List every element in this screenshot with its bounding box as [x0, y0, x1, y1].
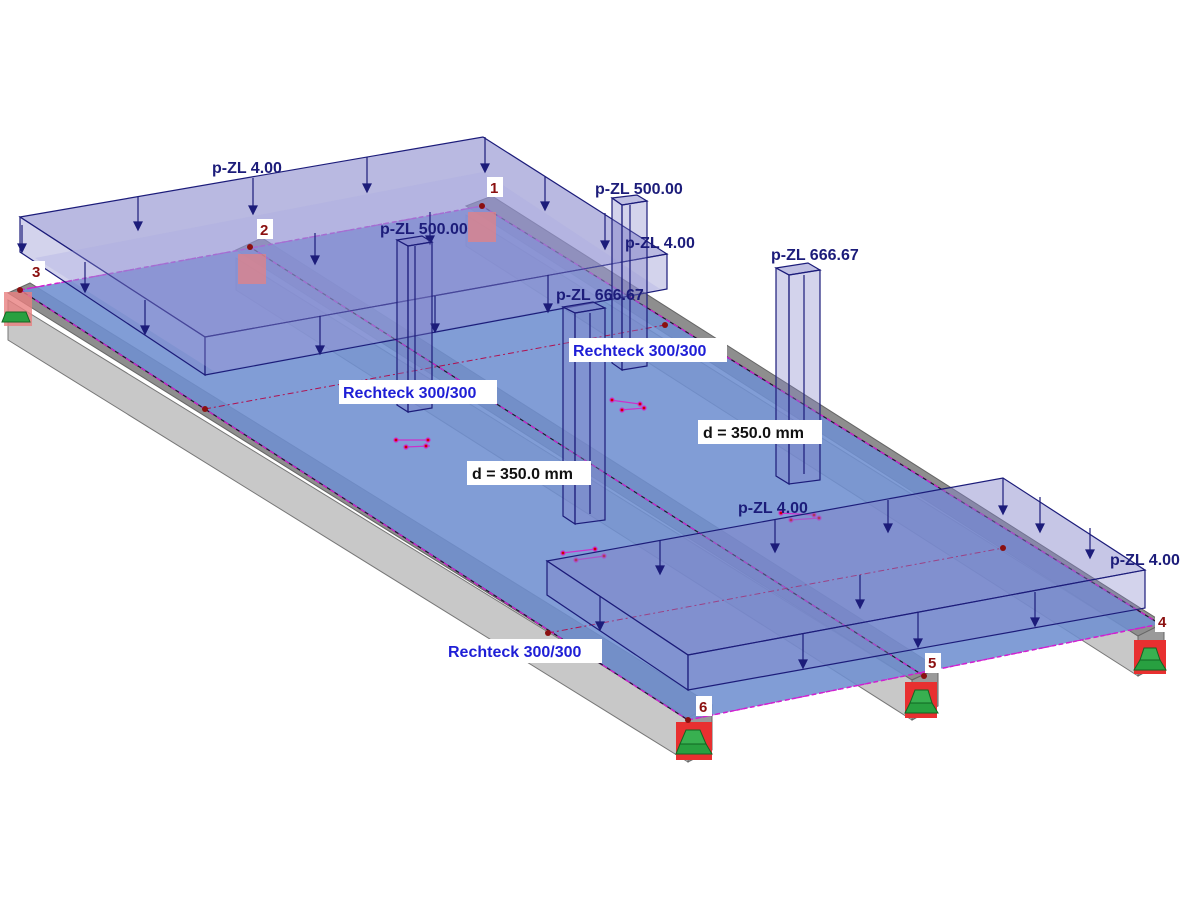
column-load-a[interactable]: [395, 235, 434, 414]
node-label-3[interactable]: 3: [29, 261, 45, 281]
column-load-b[interactable]: [610, 194, 649, 372]
load-label-area-back-side[interactable]: p-ZL 4.00: [625, 235, 695, 252]
thickness-label-a-text: d = 350.0 mm: [472, 466, 573, 483]
node-label-2-text: 2: [260, 222, 268, 239]
column-load-d[interactable]: [774, 262, 822, 486]
load-label-area-back[interactable]: p-ZL 4.00: [212, 160, 282, 177]
load-label-area-front-side[interactable]: p-ZL 4.00: [1110, 552, 1180, 569]
section-label-left-text: Rechteck 300/300: [448, 644, 582, 661]
section-label-right[interactable]: Rechteck 300/300: [569, 338, 727, 362]
load-label-column-d[interactable]: p-ZL 666.67: [771, 247, 859, 264]
node-label-1-text: 1: [490, 180, 498, 197]
area-load-back-inner: [35, 172, 660, 372]
section-label-middle[interactable]: Rechteck 300/300: [339, 380, 497, 404]
support-node-1: [468, 212, 496, 242]
load-label-column-c[interactable]: p-ZL 666.67: [556, 287, 644, 304]
area-load-back-arrows: [17, 137, 610, 356]
support-node-3[interactable]: [1, 292, 32, 326]
section-label-left[interactable]: Rechteck 300/300: [444, 639, 602, 663]
node-label-5[interactable]: 5: [925, 653, 941, 673]
load-label-area-front[interactable]: p-ZL 4.00: [738, 500, 808, 517]
area-load-front-arrows: [595, 478, 1095, 670]
node-label-6[interactable]: 6: [696, 696, 712, 716]
area-load-back[interactable]: [17, 136, 669, 377]
node-label-5-text: 5: [928, 655, 936, 672]
section-label-right-text: Rechteck 300/300: [573, 343, 707, 360]
node-label-4-text: 4: [1158, 614, 1167, 631]
thickness-label-a[interactable]: d = 350.0 mm: [467, 461, 591, 485]
node-label-1[interactable]: 1: [487, 177, 503, 197]
node-label-3-text: 3: [32, 264, 40, 281]
node-label-4[interactable]: 4: [1155, 612, 1171, 632]
support-node-2: [238, 254, 266, 284]
column-footprints: [393, 397, 822, 563]
load-label-column-b[interactable]: p-ZL 500.00: [380, 221, 468, 238]
column-load-c[interactable]: [561, 301, 607, 526]
thickness-label-b[interactable]: d = 350.0 mm: [698, 420, 822, 444]
node-label-2[interactable]: 2: [257, 219, 273, 239]
thickness-label-b-text: d = 350.0 mm: [703, 425, 804, 442]
node-label-6-text: 6: [699, 699, 707, 716]
internal-lines: [204, 324, 1004, 634]
support-node-6[interactable]: [675, 722, 713, 760]
load-label-column-a[interactable]: p-ZL 500.00: [595, 181, 683, 198]
support-node-5[interactable]: [904, 682, 939, 718]
section-label-middle-text: Rechteck 300/300: [343, 385, 477, 402]
area-load-front[interactable]: [545, 477, 1147, 692]
support-node-4[interactable]: [1133, 640, 1167, 674]
